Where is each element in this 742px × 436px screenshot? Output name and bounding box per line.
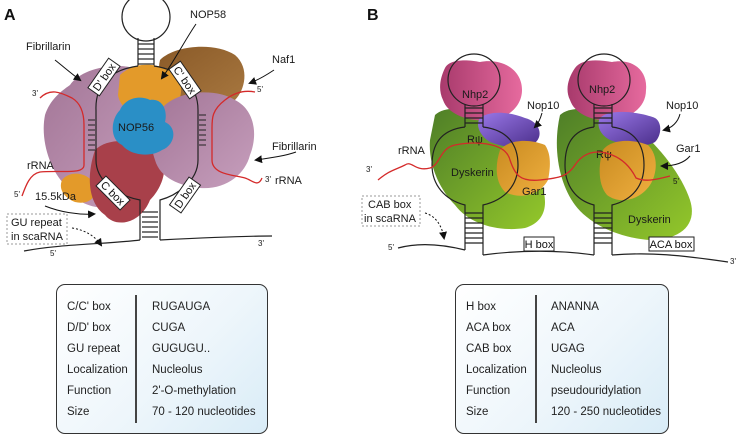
- row-value: Nucleolus: [551, 364, 602, 376]
- row-value: 120 - 250 nucleotides: [551, 406, 661, 418]
- table-divider: [135, 295, 137, 423]
- cab-box-arrow: [424, 212, 447, 240]
- rpsi-right-label: Rψ: [596, 149, 612, 161]
- rrna-b-3-end: 3': [366, 165, 372, 174]
- cab-box-note: CAB box in scaRNA: [361, 195, 421, 227]
- aca-box: ACA box: [648, 236, 695, 252]
- row-value: CUGA: [152, 322, 186, 334]
- row-key: Size: [466, 406, 489, 418]
- row-value: 2'-O-methylation: [152, 385, 237, 397]
- row-key: ACA box: [466, 322, 511, 334]
- dyskerin-right-label: Dyskerin: [628, 214, 671, 226]
- strand-a-3-end: 3': [258, 239, 264, 248]
- rrna-b-label: rRNA: [398, 145, 426, 157]
- strand-b-5-end: 5': [388, 243, 394, 252]
- svg-text:GU repeat: GU repeat: [11, 217, 62, 229]
- naf1-label: Naf1: [272, 54, 295, 66]
- rrna-left-3-end: 3': [32, 89, 38, 98]
- nop10-right-arrow: [662, 113, 681, 133]
- rrna-right-label: rRNA: [275, 175, 303, 187]
- row-value: UGAG: [551, 343, 585, 355]
- nop58-arrow: [160, 23, 197, 80]
- nop10-left-arrow: [533, 112, 543, 129]
- svg-text:in scaRNA: in scaRNA: [364, 213, 417, 225]
- panel-a-info-table: C/C' box RUGAUGA D/D' box CUGA GU repeat…: [56, 284, 268, 434]
- panel-b-info-table: H box ANANNA ACA box ACA CAB box UGAG Lo…: [455, 284, 669, 434]
- kda15-protein: [89, 140, 165, 223]
- rrna-right-5-end: 5': [257, 85, 263, 94]
- nop10-right-protein: [598, 111, 661, 146]
- gar1-right-arrow: [660, 155, 691, 170]
- fibrillarin-left-label: Fibrillarin: [26, 41, 71, 53]
- nop10-left-protein: [478, 112, 540, 148]
- panel-b-left-unit: [429, 53, 550, 255]
- gu-repeat-arrow: [71, 227, 103, 247]
- nop10-left-label: Nop10: [527, 100, 559, 112]
- h-box: H box: [523, 236, 555, 252]
- kda15-arrow: [44, 205, 96, 219]
- svg-text:in scaRNA: in scaRNA: [11, 231, 64, 243]
- panel-a-label: A: [4, 7, 16, 24]
- nop58-lower-part: [60, 173, 96, 203]
- rpsi-left-label: Rψ: [467, 134, 483, 146]
- panel-a-rrna-strands: [21, 90, 263, 197]
- nhp2-right-protein: [567, 60, 647, 121]
- panel-b-rrna-strand: [377, 142, 671, 181]
- nhp2-right-label: Nhp2: [589, 84, 615, 96]
- table-divider: [535, 295, 537, 423]
- gar1-left-label: Gar1: [522, 186, 546, 198]
- row-key: Function: [67, 385, 112, 397]
- row-key: Localization: [466, 364, 527, 376]
- nop56-protein: [112, 97, 174, 155]
- panel-a-bottom-stem: [142, 211, 158, 238]
- rrna-left-5-end: 5': [14, 190, 20, 199]
- kda15-label: 15.5kDa: [35, 191, 77, 203]
- nop10-right-label: Nop10: [666, 100, 698, 112]
- fibrillarin-left-arrow: [54, 59, 82, 82]
- rrna-left-label: rRNA: [27, 160, 55, 172]
- row-value: ANANNA: [551, 301, 599, 313]
- panel-b-label: B: [367, 7, 379, 24]
- panel-a-top-hairpin: [121, 0, 171, 66]
- nhp2-left-protein: [440, 60, 522, 121]
- svg-text:H box: H box: [525, 239, 554, 251]
- d-box: D box: [168, 176, 202, 214]
- panel-a-guide-ticks: [88, 114, 206, 151]
- rrna-right-3-end: 3': [265, 175, 271, 184]
- row-value: GUGUGU..: [152, 343, 211, 355]
- row-key: Localization: [67, 364, 128, 376]
- gu-repeat-note: GU repeat in scaRNA: [6, 213, 68, 245]
- row-value: 70 - 120 nucleotides: [152, 406, 256, 418]
- row-key: D/D' box: [67, 322, 111, 334]
- rrna-b-5-end: 5': [673, 177, 679, 186]
- strand-b-3-end: 3': [730, 257, 736, 266]
- row-value: pseudouridylation: [551, 385, 642, 397]
- svg-text:CAB box: CAB box: [368, 199, 412, 211]
- row-key: Size: [67, 406, 90, 418]
- nop58-label: NOP58: [190, 9, 226, 21]
- row-key: GU repeat: [67, 343, 121, 355]
- row-value: Nucleolus: [152, 364, 203, 376]
- strand-a-5-end: 5': [50, 249, 56, 258]
- row-key: CAB box: [466, 343, 512, 355]
- row-value: RUGAUGA: [152, 301, 211, 313]
- svg-text:ACA box: ACA box: [650, 239, 693, 251]
- dyskerin-left-label: Dyskerin: [451, 167, 494, 179]
- naf1-arrow: [248, 69, 275, 85]
- row-key: Function: [466, 385, 511, 397]
- gar1-right-label: Gar1: [676, 143, 700, 155]
- fibrillarin-right-label: Fibrillarin: [272, 141, 317, 153]
- nop56-label: NOP56: [118, 122, 154, 134]
- row-key: H box: [466, 301, 497, 313]
- nhp2-left-label: Nhp2: [462, 89, 488, 101]
- gar1-left-protein: [496, 140, 550, 196]
- fibrillarin-right-arrow: [254, 151, 297, 164]
- panel-b-right-unit: [556, 53, 692, 255]
- row-key: C/C' box: [67, 301, 111, 313]
- row-value: ACA: [551, 322, 575, 334]
